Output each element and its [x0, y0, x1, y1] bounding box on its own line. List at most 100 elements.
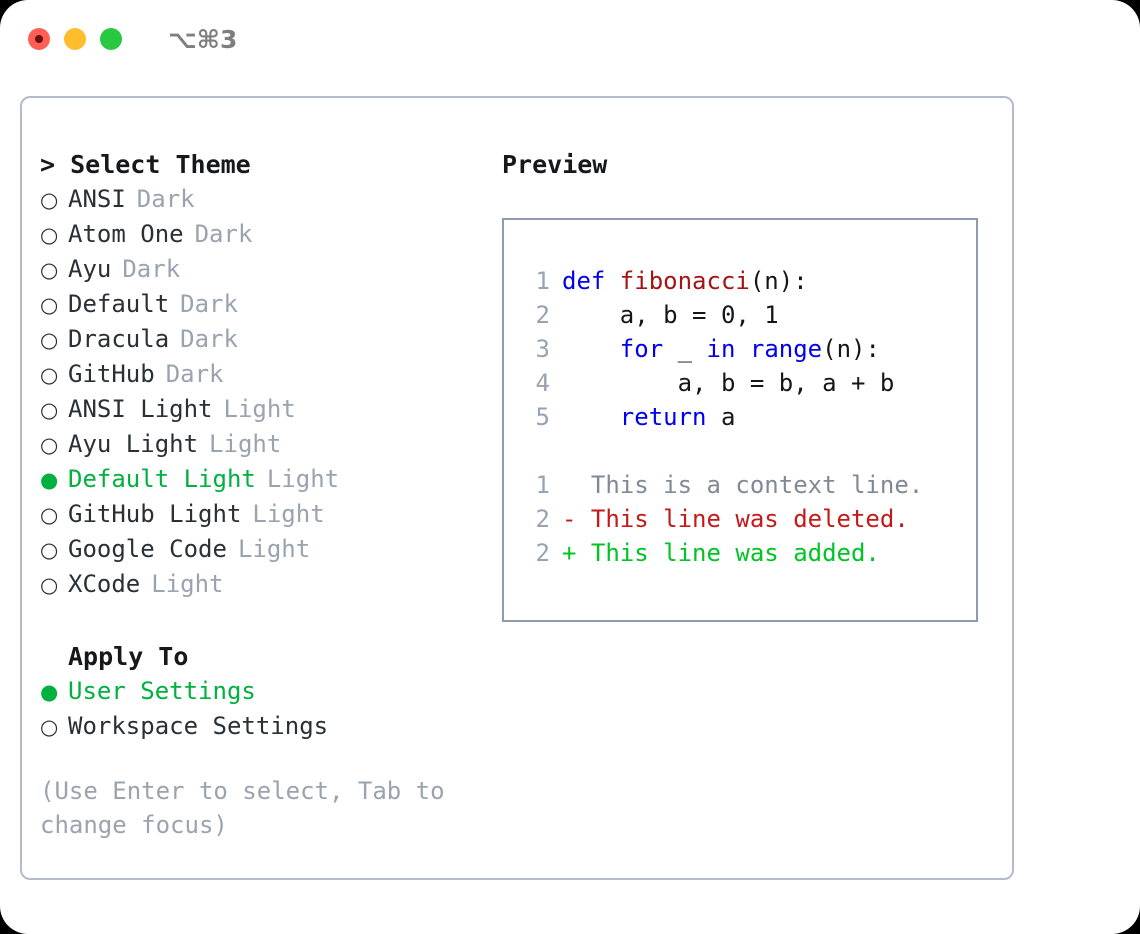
option-label: Google Code — [68, 535, 227, 563]
option-variant-badge: Light — [237, 535, 311, 563]
apply-to-option-list: ● User Settings ○ Workspace Settings — [40, 674, 490, 744]
token-txt: a, b = 0, 1 — [562, 301, 779, 329]
line-content: a, b = 0, 1 — [562, 298, 779, 332]
theme-option-10[interactable]: ○ Google Code Light — [40, 532, 490, 567]
code-line: 5 return a — [520, 400, 976, 434]
close-dot-icon — [35, 35, 43, 43]
token-txt — [735, 335, 749, 363]
keyboard-hint-text: (Use Enter to select, Tab to change focu… — [40, 777, 445, 839]
traffic-lights — [28, 28, 122, 50]
close-button-icon[interactable] — [28, 28, 50, 50]
option-label: Workspace Settings — [68, 712, 329, 740]
radio-unselected-icon: ○ — [40, 503, 59, 527]
apply-to-option-0[interactable]: ● User Settings — [40, 674, 490, 709]
radio-selected-icon: ● — [40, 468, 59, 492]
option-variant-badge: Light — [209, 430, 282, 458]
option-variant-badge: Dark — [180, 325, 238, 353]
option-variant-badge: Dark — [165, 360, 224, 388]
preview-column: Preview 1 def fibonacci(n): 2 a, b = 0, 1 3… — [502, 148, 1002, 622]
token-add: + This line was added. — [562, 539, 880, 567]
theme-option-1[interactable]: ○ Atom One Dark — [40, 217, 490, 252]
line-content: This is a context line. — [562, 468, 923, 502]
option-variant-badge: Dark — [180, 290, 238, 318]
option-label: XCode — [68, 570, 141, 598]
option-label: ANSI Light — [68, 395, 213, 423]
minimize-button-icon[interactable] — [64, 28, 86, 50]
select-theme-heading: > Select Theme — [40, 150, 251, 179]
code-line: 4 a, b = b, a + b — [520, 366, 976, 400]
radio-unselected-icon: ○ — [40, 363, 59, 387]
option-label: Default Light — [68, 465, 256, 493]
token-txt: a — [706, 403, 736, 431]
theme-option-7[interactable]: ○ Ayu Light Light — [40, 427, 490, 462]
option-variant-badge: Light — [151, 570, 224, 598]
token-txt — [562, 403, 620, 431]
theme-option-11[interactable]: ○ XCode Light — [40, 567, 490, 602]
preview-box: 1 def fibonacci(n): 2 a, b = 0, 1 3 for _ i… — [502, 218, 978, 622]
theme-option-3[interactable]: ○ Default Dark — [40, 287, 490, 322]
option-label: Atom One — [68, 220, 184, 248]
code-diff-separator — [520, 434, 976, 468]
token-txt: a, b = b, a + b — [562, 369, 895, 397]
radio-unselected-icon: ○ — [40, 223, 59, 247]
line-content: - This line was deleted. — [562, 502, 909, 536]
token-kw: def — [562, 267, 620, 295]
radio-unselected-icon: ○ — [40, 328, 59, 352]
radio-unselected-icon: ○ — [40, 573, 59, 597]
line-number: 3 — [535, 335, 550, 363]
token-fn: fibonacci — [619, 267, 750, 295]
option-label: ANSI — [68, 185, 126, 213]
code-line: 3 for _ in range(n): — [520, 332, 976, 366]
token-txt — [562, 335, 620, 363]
code-sample: 1 def fibonacci(n): 2 a, b = 0, 1 3 for _ i… — [520, 264, 976, 434]
radio-unselected-icon: ○ — [40, 293, 59, 317]
radio-unselected-icon: ○ — [40, 433, 59, 457]
apply-to-option-1[interactable]: ○ Workspace Settings — [40, 709, 490, 744]
option-variant-badge: Dark — [136, 185, 195, 213]
option-label: Default — [68, 290, 170, 318]
apply-to-heading: Apply To — [68, 642, 189, 671]
line-number: 1 — [535, 267, 550, 295]
option-variant-badge: Light — [252, 500, 325, 528]
radio-unselected-icon: ○ — [40, 398, 59, 422]
option-variant-badge: Light — [223, 395, 296, 423]
radio-unselected-icon: ○ — [40, 538, 59, 562]
theme-option-4[interactable]: ○ Dracula Dark — [40, 322, 490, 357]
line-number: 1 — [535, 471, 550, 499]
option-label: Ayu Light — [68, 430, 199, 458]
option-label: User Settings — [68, 677, 256, 705]
radio-selected-icon: ● — [40, 680, 59, 704]
line-content: def fibonacci(n): — [562, 264, 808, 298]
diff-line: 1 This is a context line. — [520, 468, 976, 502]
diff-line: 2+ This line was added. — [520, 536, 976, 570]
option-variant-badge: Dark — [122, 255, 181, 283]
keyboard-shortcut-label: ⌥⌘3 — [168, 24, 238, 54]
token-del: - This line was deleted. — [562, 505, 909, 533]
preview-heading: Preview — [502, 150, 608, 179]
line-content: a, b = b, a + b — [562, 366, 895, 400]
option-label: Ayu — [68, 255, 112, 283]
token-txt: (n): — [749, 267, 808, 295]
title-bar: ⌥⌘3 — [0, 0, 1140, 78]
line-number: 2 — [535, 301, 550, 329]
token-txt: _ — [663, 335, 707, 363]
line-number: 2 — [535, 505, 550, 533]
token-ctx: This is a context line. — [562, 471, 924, 499]
radio-unselected-icon: ○ — [40, 715, 59, 739]
code-line: 1 def fibonacci(n): — [520, 264, 976, 298]
theme-option-6[interactable]: ○ ANSI Light Light — [40, 392, 490, 427]
option-variant-badge: Dark — [194, 220, 253, 248]
maximize-button-icon[interactable] — [100, 28, 122, 50]
diff-sample: 1 This is a context line. 2 - This line wa… — [520, 468, 976, 570]
diff-line: 2 - This line was deleted. — [520, 502, 976, 536]
option-label: Dracula — [68, 325, 170, 353]
token-kw: for — [619, 335, 664, 363]
